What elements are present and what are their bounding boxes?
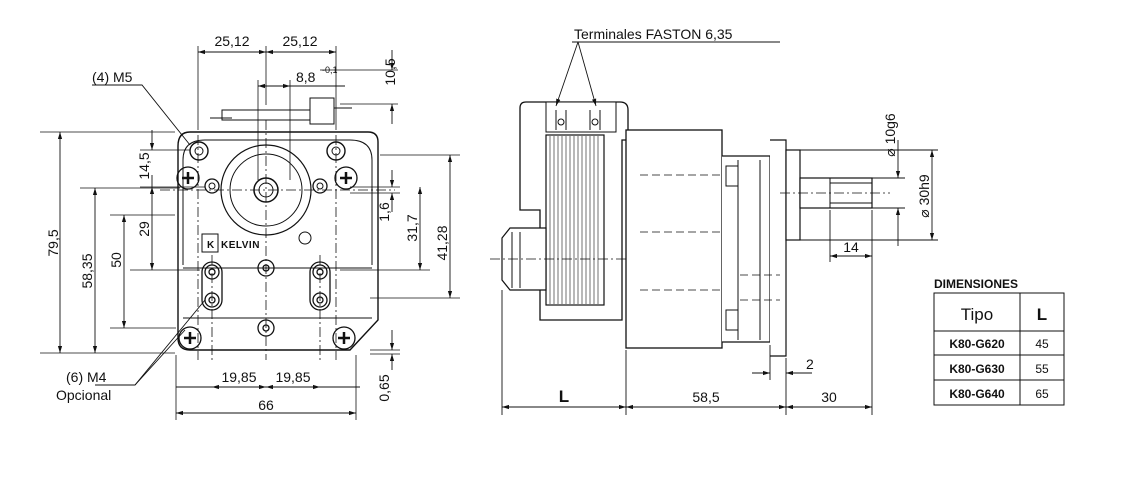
- table-cell-tipo: K80-G630: [949, 362, 1005, 376]
- gearbox-outline: [182, 139, 373, 265]
- svg-text:K: K: [207, 240, 215, 251]
- dim-top-right: 25,12: [282, 33, 317, 49]
- side-view: Terminales FASTON 6,35 L 58,5 30 2 14 ⌀ …: [490, 26, 938, 415]
- logo-text: KELVIN: [221, 240, 260, 251]
- dim-top-left: 25,12: [214, 33, 249, 49]
- terminal-bracket: [210, 97, 352, 125]
- front-dim-labels: 25,12 25,12 8,8 -0,1 10,5 (4) M5 79,5 58…: [45, 33, 450, 413]
- table-cell-l: 65: [1035, 387, 1049, 401]
- dimensions-table: DIMENSIONES Tipo L K80-G620 45 K80-G630 …: [933, 277, 1065, 406]
- logo-mark: [201, 233, 219, 253]
- dimension-lines: [57, 49, 453, 416]
- table-row: K80-G630 55: [949, 362, 1049, 376]
- dim-shaft-flat: 8,8: [296, 69, 316, 85]
- dim-1-6: 1,6: [376, 202, 392, 222]
- dim-58-35: 58,35: [79, 253, 95, 288]
- phillips-screws: [176, 166, 358, 350]
- coil-laminations: [545, 134, 605, 306]
- table-cell-tipo: K80-G640: [949, 387, 1005, 401]
- dim-14-5: 14,5: [136, 152, 152, 179]
- table-header-l: L: [1037, 305, 1047, 324]
- dim-flat-length: 14: [843, 239, 859, 255]
- dim-shaft-dia: ⌀ 10g6: [882, 113, 898, 157]
- table-cell-l: 45: [1035, 337, 1049, 351]
- table-header-tipo: Tipo: [961, 305, 993, 324]
- label-m5: (4) M5: [92, 69, 133, 85]
- label-m4: (6) M4: [66, 369, 107, 385]
- table-row: K80-G620 45: [949, 337, 1049, 351]
- dim-shaft-length: 30: [821, 389, 837, 405]
- label-optional: Opcional: [56, 387, 111, 403]
- table-title: DIMENSIONES: [934, 277, 1018, 291]
- side-dimension-lines: [501, 41, 938, 415]
- rear-bearing: [501, 227, 547, 291]
- dim-29: 29: [136, 221, 152, 237]
- dim-body: 58,5: [692, 389, 719, 405]
- dim-50: 50: [108, 252, 124, 268]
- dim-41-28: 41,28: [434, 225, 450, 260]
- dim-bottom-left: 19,85: [221, 369, 256, 385]
- dim-shaft-flat-tol: -0,1: [322, 65, 338, 75]
- front-view: K KELVIN: [40, 33, 460, 420]
- side-dim-labels: Terminales FASTON 6,35 L 58,5 30 2 14 ⌀ …: [559, 26, 932, 406]
- flange: [785, 149, 801, 241]
- dim-flange-dia: ⌀ 30h9: [916, 174, 932, 218]
- dim-31-7: 31,7: [404, 214, 420, 241]
- dim-79-5: 79,5: [45, 229, 61, 256]
- dim-top-offset: 10,5: [382, 58, 398, 85]
- label-terminals: Terminales FASTON 6,35: [574, 26, 733, 42]
- dim-bottom-offset: 0,65: [376, 374, 392, 401]
- table-row: K80-G640 65: [949, 387, 1049, 401]
- mounting-plate: [177, 131, 379, 351]
- table-cell-l: 55: [1035, 362, 1049, 376]
- gearbox-body: [625, 129, 723, 349]
- dim-gap: 2: [806, 356, 814, 372]
- dim-bottom-right: 19,85: [275, 369, 310, 385]
- center-lines: [160, 120, 395, 360]
- table-cell-tipo: K80-G620: [949, 337, 1005, 351]
- dim-width: 66: [258, 397, 274, 413]
- dim-L: L: [559, 387, 569, 406]
